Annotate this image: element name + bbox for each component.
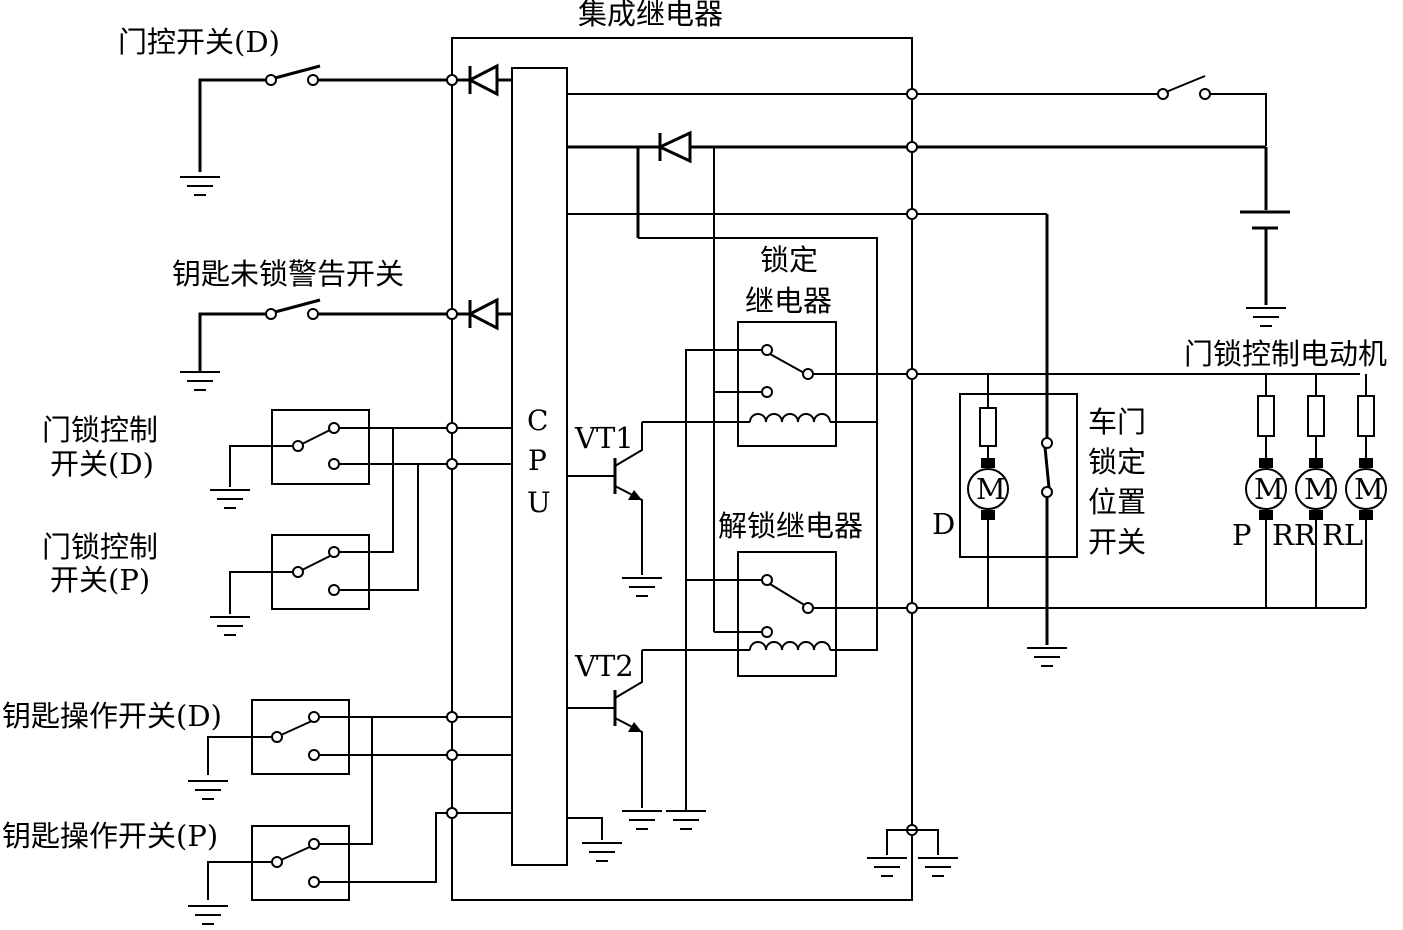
upper-switch-line — [567, 75, 1267, 146]
motor-d-label: D — [932, 507, 955, 541]
door-lock-position-switch-label: 车门 锁定 位置 开关 — [1088, 405, 1146, 559]
door-switch-d: 门控开关(D) — [118, 25, 470, 196]
integrated-relay-title: 集成继电器 — [578, 0, 723, 31]
position-switch-label-3: 位置 — [1088, 485, 1146, 519]
motor-rr-label: RR — [1272, 518, 1317, 552]
integrated-relay-box — [451, 37, 913, 901]
vt2-label: VT2 — [574, 649, 634, 683]
motor-rr-symbol: M — [1304, 472, 1334, 506]
lock-switch-d-label-2: 开关(D) — [50, 447, 154, 481]
motor-rl-symbol: M — [1354, 472, 1384, 506]
battery-line — [567, 130, 1268, 632]
unlock-relay: 解锁继电器 — [642, 509, 1366, 677]
door-switch-d-label: 门控开关(D) — [118, 25, 280, 59]
key-switch-d-label: 钥匙操作开关(D) — [2, 699, 222, 733]
motor-d-symbol: M — [976, 472, 1006, 506]
vt1-label: VT1 — [574, 421, 634, 455]
lock-relay-label-1: 锁定 — [760, 243, 818, 277]
key-warning-switch: 钥匙未锁警告开关 — [172, 257, 470, 391]
position-switch-label-4: 开关 — [1088, 525, 1146, 559]
lock-switch-p-label-2: 开关(P) — [50, 563, 150, 597]
unlock-relay-label: 解锁继电器 — [718, 509, 863, 543]
position-switch-label-1: 车门 — [1088, 405, 1146, 439]
door-lock-motors: 门锁控制电动机 M P M RR M RL — [1184, 337, 1387, 608]
lock-switch-p-label-1: 门锁控制 — [42, 530, 158, 564]
transistor-vt2: VT2 — [567, 649, 707, 830]
key-switch-p-label: 钥匙操作开关(P) — [2, 819, 218, 853]
motor-p-label: P — [1232, 518, 1252, 552]
lock-switch-d-label-1: 门锁控制 — [42, 413, 158, 447]
relay-supply-loop — [638, 237, 878, 651]
lock-relay: 锁定 继电器 — [642, 243, 1360, 810]
cpu-label-c: C — [527, 404, 548, 437]
battery — [1240, 210, 1290, 327]
key-warning-switch-label: 钥匙未锁警告开关 — [172, 257, 404, 291]
key-operation-switch-d: 钥匙操作开关(D) — [2, 699, 512, 800]
lock-relay-label-2: 继电器 — [745, 284, 832, 318]
transistor-vt1: VT1 — [567, 421, 663, 597]
position-switch-line — [567, 213, 1068, 667]
motor-p-symbol: M — [1254, 472, 1284, 506]
cpu-ground — [567, 817, 623, 862]
lock-control-switch-d: 门锁控制 开关(D) — [42, 409, 512, 509]
position-switch-label-2: 锁定 — [1088, 445, 1146, 479]
left-bus-nodes — [446, 74, 458, 819]
cpu-block — [511, 67, 568, 866]
lock-control-switch-p: 门锁控制 开关(P) — [42, 428, 419, 636]
cpu-label-u: U — [527, 486, 551, 519]
relay-box-ground — [866, 829, 959, 877]
motor-group-label: 门锁控制电动机 — [1184, 337, 1387, 371]
driver-door-unit: D M — [932, 374, 1078, 608]
motor-rl-label: RL — [1322, 518, 1363, 552]
key-warning-diode — [466, 297, 512, 331]
door-switch-diode — [466, 63, 512, 97]
cpu-label-p: P — [528, 444, 547, 477]
key-operation-switch-p: 钥匙操作开关(P) — [2, 717, 512, 925]
